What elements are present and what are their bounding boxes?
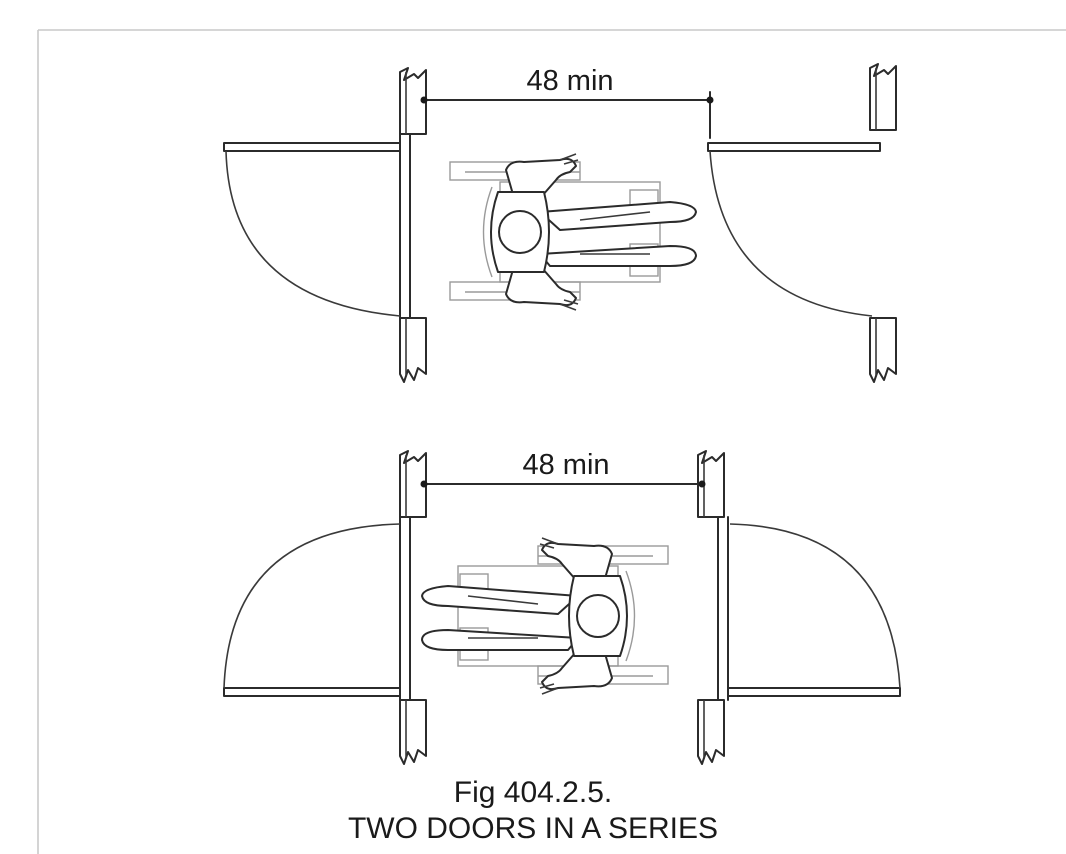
wheelchair-user-top — [449, 153, 697, 311]
door-swing-left — [223, 523, 401, 697]
wall-segment — [697, 699, 725, 765]
dimension-line-bottom: 48 min — [420, 449, 706, 488]
figure-caption-title: TWO DOORS IN A SERIES — [347, 812, 719, 845]
door-swing-right — [707, 142, 881, 317]
wall-segment — [399, 699, 427, 765]
dimension-line-top: 48 min — [420, 65, 714, 139]
wheelchair-user-bottom — [421, 537, 669, 695]
dimension-label-bottom: 48 min — [522, 449, 609, 481]
wall-segment — [399, 317, 427, 383]
wall-segment — [869, 63, 897, 131]
figure-caption-number: Fig 404.2.5. — [453, 776, 613, 809]
bottom-arrangement: 48 min — [223, 449, 901, 765]
door-swing-left — [223, 142, 401, 317]
door-swing-right — [727, 523, 901, 697]
top-arrangement: 48 min — [223, 63, 897, 383]
wall-segment — [869, 317, 897, 383]
dimension-label-top: 48 min — [526, 65, 613, 97]
